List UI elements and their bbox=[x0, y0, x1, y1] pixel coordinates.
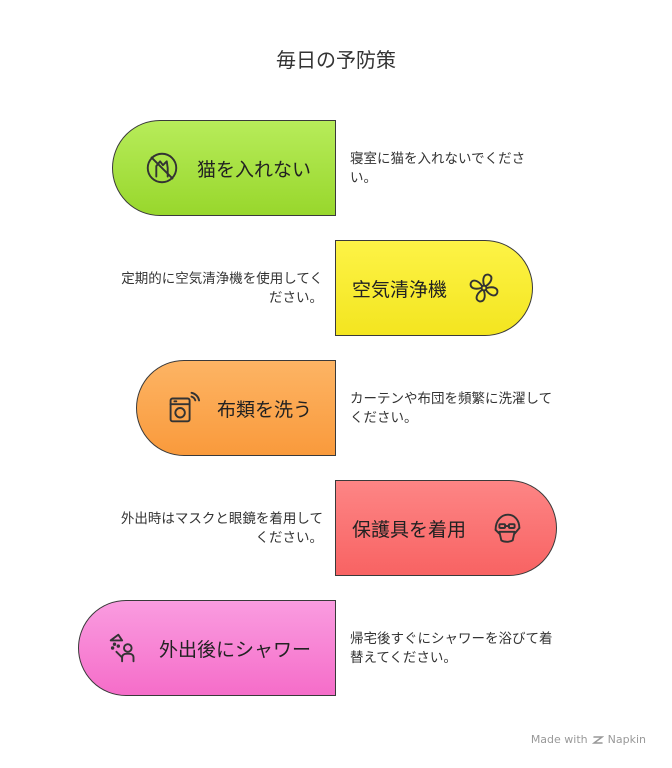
step-label: 猫を入れない bbox=[197, 158, 312, 181]
step-label: 空気清浄機 bbox=[352, 278, 448, 301]
step-label: 外出後にシャワー bbox=[159, 638, 312, 661]
step-description: 定期的に空気清浄機を使用してください。 bbox=[121, 271, 323, 306]
step-description: 外出時はマスクと眼鏡を着用してください。 bbox=[120, 511, 323, 546]
step-pill-protective-gear: 保護具を着用 bbox=[335, 480, 557, 576]
step-pill-wash-fabrics: 布類を洗う bbox=[136, 360, 336, 456]
step-description: 寝室に猫を入れないでください。 bbox=[350, 151, 526, 186]
napkin-attribution[interactable]: Made with Napkin bbox=[531, 733, 646, 746]
washing-machine-icon bbox=[163, 389, 201, 427]
step-description: 帰宅後すぐにシャワーを浴びて着替えてください。 bbox=[350, 631, 553, 666]
step-pill-air-purifier: 空気清浄機 bbox=[335, 240, 533, 336]
step-label: 布類を洗う bbox=[217, 398, 313, 421]
mask-icon bbox=[488, 509, 526, 547]
footer-prefix: Made with bbox=[530, 733, 588, 746]
footer-brand: Napkin bbox=[607, 733, 646, 746]
step-label: 保護具を着用 bbox=[352, 518, 467, 541]
step-description: カーテンや布団を頻繁に洗濯してください。 bbox=[350, 391, 553, 426]
shower-icon bbox=[105, 629, 143, 667]
no-cat-icon bbox=[143, 149, 181, 187]
napkin-logo-icon bbox=[591, 734, 604, 746]
diagram-title: 毎日の予防策 bbox=[276, 48, 396, 72]
step-pill-shower: 外出後にシャワー bbox=[78, 600, 336, 696]
step-pill-no-cat: 猫を入れない bbox=[112, 120, 336, 216]
fan-icon bbox=[465, 269, 503, 307]
